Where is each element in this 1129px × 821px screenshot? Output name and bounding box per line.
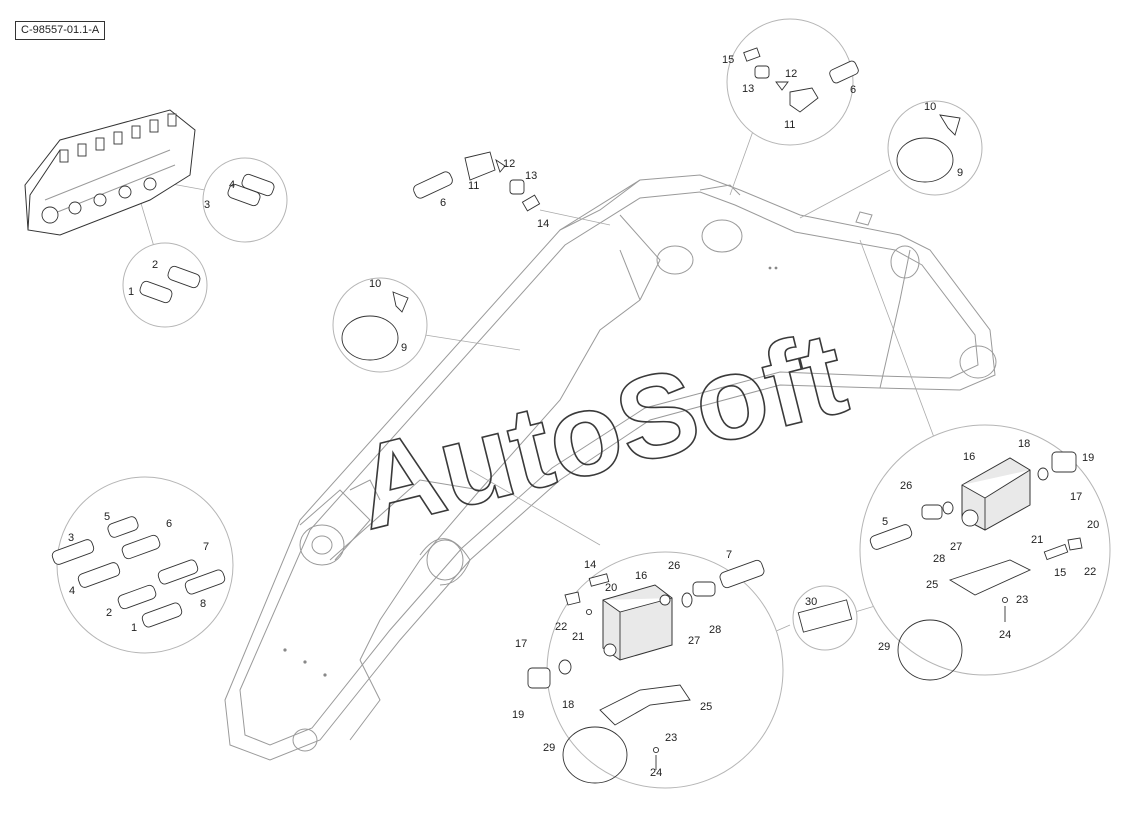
callout-label: 11 (468, 180, 479, 192)
callout-label: 28 (709, 624, 721, 636)
callout-label: 3 (204, 199, 210, 211)
callout-label: 28 (933, 553, 945, 565)
callout-label: 26 (668, 560, 680, 572)
callout-label: 21 (572, 631, 584, 643)
callout-label: 24 (999, 629, 1011, 641)
fittings (51, 47, 1083, 784)
callout-label: 12 (503, 158, 515, 170)
callout-label: 25 (926, 579, 938, 591)
callout-label: 19 (512, 709, 524, 721)
callout-label: 24 (650, 767, 662, 779)
callout-label: 2 (152, 259, 158, 271)
callout-label: 2 (106, 607, 112, 619)
callout-label: 18 (1018, 438, 1030, 450)
callout-label: 22 (1084, 566, 1096, 578)
callout-label: 29 (543, 742, 555, 754)
callout-labels: 15 13 12 11 6 6 11 12 13 14 10 9 10 9 4 … (68, 54, 1099, 779)
callout-label: 6 (850, 84, 856, 96)
callout-label: 23 (1016, 594, 1028, 606)
callout-label: 9 (957, 167, 963, 179)
callout-label: 7 (726, 549, 732, 561)
callout-label: 20 (1087, 519, 1099, 531)
callout-label: 11 (784, 119, 795, 131)
callout-label: 6 (440, 197, 446, 209)
callout-label: 19 (1082, 452, 1094, 464)
callout-label: 15 (1054, 567, 1066, 579)
callout-label: 4 (69, 585, 75, 597)
callout-label: 14 (584, 559, 596, 571)
callout-label: 13 (525, 170, 537, 182)
callout-label: 4 (229, 179, 235, 191)
callout-label: 17 (1070, 491, 1082, 503)
callout-label: 30 (805, 596, 817, 608)
callout-label: 16 (963, 451, 975, 463)
callout-label: 27 (950, 541, 962, 553)
callout-label: 18 (562, 699, 574, 711)
callout-label: 21 (1031, 534, 1043, 546)
callout-label: 6 (166, 518, 172, 530)
callout-label: 3 (68, 532, 74, 544)
callout-label: 16 (635, 570, 647, 582)
callout-label: 14 (537, 218, 549, 230)
callout-label: 13 (742, 83, 754, 95)
callout-label: 25 (700, 701, 712, 713)
control-valve-bank (24, 109, 196, 236)
callout-label: 7 (203, 541, 209, 553)
callout-label: 10 (369, 278, 381, 290)
callout-label: 29 (878, 641, 890, 653)
callout-label: 27 (688, 635, 700, 647)
reference-code: C-98557-01.1-A (15, 21, 106, 40)
callout-label: 20 (605, 582, 617, 594)
callout-label: 26 (900, 480, 912, 492)
callout-label: 8 (200, 598, 206, 610)
callout-label: 9 (401, 342, 407, 354)
callout-label: 5 (104, 511, 110, 523)
callout-label: 15 (722, 54, 734, 66)
callout-label: 23 (665, 732, 677, 744)
boom-arm-drawing (224, 174, 997, 761)
callout-label: 1 (131, 622, 137, 634)
callout-label: 1 (128, 286, 134, 298)
callout-label: 17 (515, 638, 527, 650)
callout-label: 12 (785, 68, 797, 80)
callout-label: 5 (882, 516, 888, 528)
callout-label: 10 (924, 101, 936, 113)
callout-label: 22 (555, 621, 567, 633)
